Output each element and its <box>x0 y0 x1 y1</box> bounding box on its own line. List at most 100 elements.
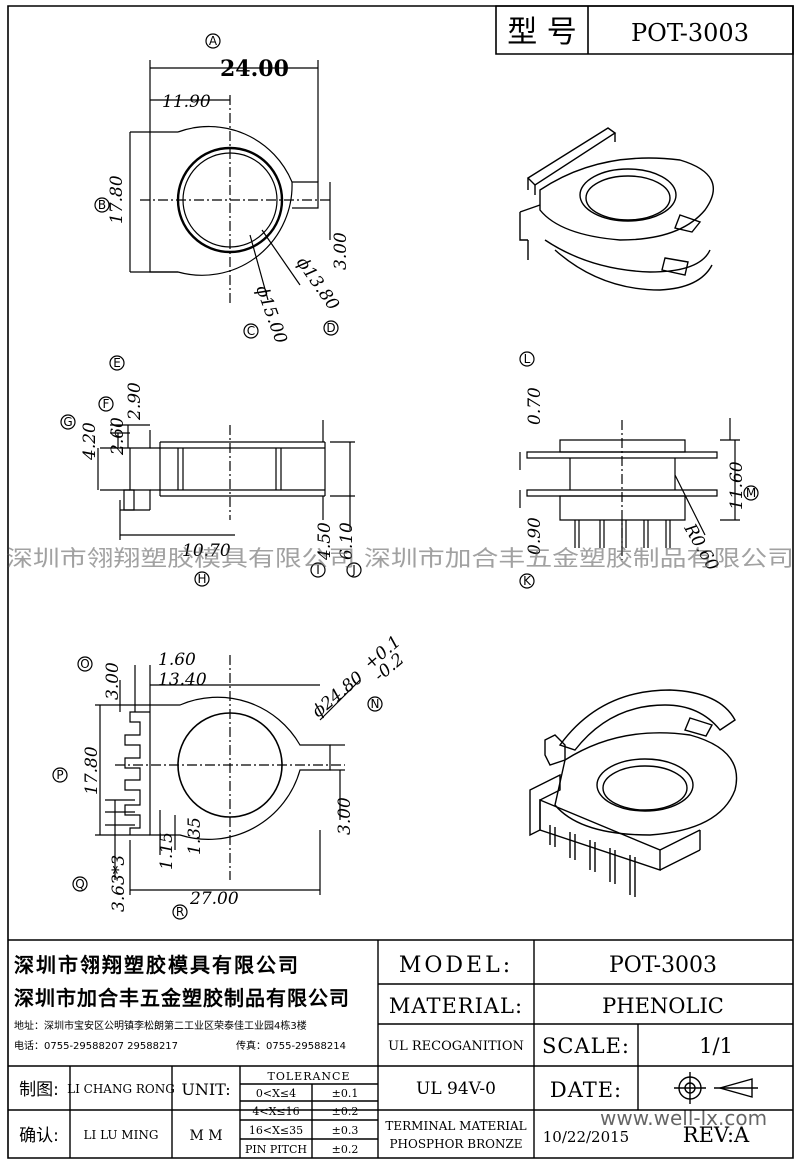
svg-text:A: A <box>209 34 218 48</box>
header-label: 型 号 <box>507 15 577 50</box>
top-tag-a: A <box>206 34 220 48</box>
side-d5: 6.10 <box>337 522 357 560</box>
bottom-tag-r: R <box>173 905 187 919</box>
side-d2: 2.60 <box>108 417 128 456</box>
iso-view-top <box>520 128 713 290</box>
tol-range-4: PIN PITCH <box>245 1143 307 1156</box>
company-address: 地址：深圳市宝安区公明镇李松朗第二工业区荣泰佳工业园4栋3楼 <box>14 1019 307 1032</box>
watermark-url: www.well-lx.com <box>600 1106 767 1130</box>
material-label: MATERIAL: <box>389 994 523 1018</box>
bottom-tag-o: O <box>78 657 92 671</box>
bottom-d7: 1.35 <box>185 817 205 855</box>
side-tag-g: G <box>61 415 75 429</box>
company-name-2: 深圳市加合丰五金塑胶制品有限公司 <box>14 986 350 1010</box>
checked-name: LI LU MING <box>84 1128 159 1142</box>
scale-value: 1/1 <box>699 1034 733 1058</box>
svg-text:P: P <box>56 768 63 782</box>
svg-text:D: D <box>326 321 335 335</box>
svg-text:E: E <box>113 356 121 370</box>
date-label: DATE: <box>550 1078 622 1102</box>
bottom-tag-n: N <box>368 697 382 711</box>
tol-val-3: ±0.3 <box>332 1124 359 1137</box>
terminal-label-2: PHOSPHOR BRONZE <box>389 1137 522 1151</box>
scale-label: SCALE: <box>542 1034 630 1058</box>
top-tag-d: D <box>324 321 338 335</box>
tol-val-1: ±0.1 <box>332 1087 359 1100</box>
company-phone: 电话：0755-29588207 29588217 <box>14 1039 178 1052</box>
ul-label: UL RECOGANITION <box>388 1039 524 1054</box>
bottom-view <box>95 655 360 895</box>
side-d3: 4.20 <box>80 422 100 461</box>
bottom-diam: ϕ24.80 <box>308 668 367 722</box>
top-outer-d-label: ϕ15.00 <box>251 283 290 347</box>
material-value: PHENOLIC <box>602 994 724 1018</box>
front-view <box>520 418 740 560</box>
bottom-d6: 1.15 <box>157 832 177 870</box>
tolerance-title: TOLERANCE <box>268 1070 351 1083</box>
top-height-label: 17.80 <box>107 175 127 224</box>
projection-symbol-icon <box>674 1072 758 1104</box>
bottom-d8: 3.63*3 <box>109 855 129 912</box>
svg-text:M: M <box>746 486 756 500</box>
front-d1: 0.70 <box>525 387 545 425</box>
svg-text:I: I <box>316 563 320 577</box>
iso-view-bottom <box>530 690 737 897</box>
company-name-1: 深圳市翎翔塑胶模具有限公司 <box>14 953 300 977</box>
svg-text:J: J <box>351 563 356 577</box>
svg-text:C: C <box>247 324 255 338</box>
svg-text:R: R <box>176 905 184 919</box>
top-tag-c: C <box>244 324 258 338</box>
side-tag-f: F <box>99 397 113 411</box>
top-width-label: 24.00 <box>220 56 289 82</box>
drawn-label: 制图: <box>19 1080 59 1100</box>
front-d3: 0.90 <box>525 517 545 555</box>
top-tag-b: B <box>95 198 109 212</box>
bottom-tag-p: P <box>53 768 67 782</box>
bottom-d3: 3.00 <box>103 662 123 700</box>
side-tag-h: H <box>195 572 209 586</box>
model-label: MODEL: <box>399 953 513 978</box>
header-model: POT-3003 <box>631 19 749 47</box>
svg-text:L: L <box>524 352 531 366</box>
side-view <box>98 420 355 540</box>
svg-text:B: B <box>98 198 106 212</box>
ul-value: UL 94V-0 <box>416 1079 496 1099</box>
watermark-text: 深圳市翎翔塑胶模具有限公司 深圳市加合丰五金塑胶制品有限公司 <box>6 547 794 572</box>
tol-range-1: 0<X≤4 <box>256 1087 296 1100</box>
bottom-tag-q: Q <box>73 877 87 891</box>
unit-label: UNIT: <box>181 1080 230 1099</box>
sheet-border <box>8 6 793 1158</box>
bottom-d1: 1.60 <box>158 650 196 670</box>
svg-text:Q: Q <box>75 877 84 891</box>
company-fax: 传真：0755-29588214 <box>236 1039 346 1052</box>
bottom-d9: 27.00 <box>189 889 239 909</box>
tol-range-3: 16<X≤35 <box>249 1124 303 1137</box>
side-tag-i: I <box>311 563 325 577</box>
tol-val-4: ±0.2 <box>332 1143 359 1156</box>
side-d4: 4.50 <box>315 522 335 561</box>
rev-label: REV:A <box>683 1123 750 1147</box>
svg-text:N: N <box>371 697 380 711</box>
side-d6: 10.70 <box>182 541 231 561</box>
unit-value: M M <box>189 1128 222 1144</box>
top-view <box>130 60 330 305</box>
svg-text:F: F <box>103 397 110 411</box>
bottom-d2: 13.40 <box>158 670 207 690</box>
header-box: 型 号 POT-3003 <box>496 6 793 54</box>
terminal-label-1: TERMINAL MATERIAL <box>385 1119 526 1133</box>
side-tag-e: E <box>110 356 124 370</box>
front-d2: 11.60 <box>727 461 747 510</box>
tol-range-2: 4<X≤16 <box>252 1105 299 1118</box>
svg-text:K: K <box>523 574 532 588</box>
bottom-d4: 17.80 <box>82 746 102 795</box>
tol-val-2: ±0.2 <box>332 1105 359 1118</box>
svg-text:G: G <box>63 415 72 429</box>
svg-text:H: H <box>197 572 206 586</box>
checked-label: 确认: <box>19 1126 59 1146</box>
side-d1: 2.90 <box>125 382 145 421</box>
front-tag-l: L <box>520 352 534 366</box>
model-value: POT-3003 <box>609 953 717 978</box>
drawn-name: LI CHANG RONG <box>67 1082 175 1096</box>
front-tag-k: K <box>520 574 534 588</box>
